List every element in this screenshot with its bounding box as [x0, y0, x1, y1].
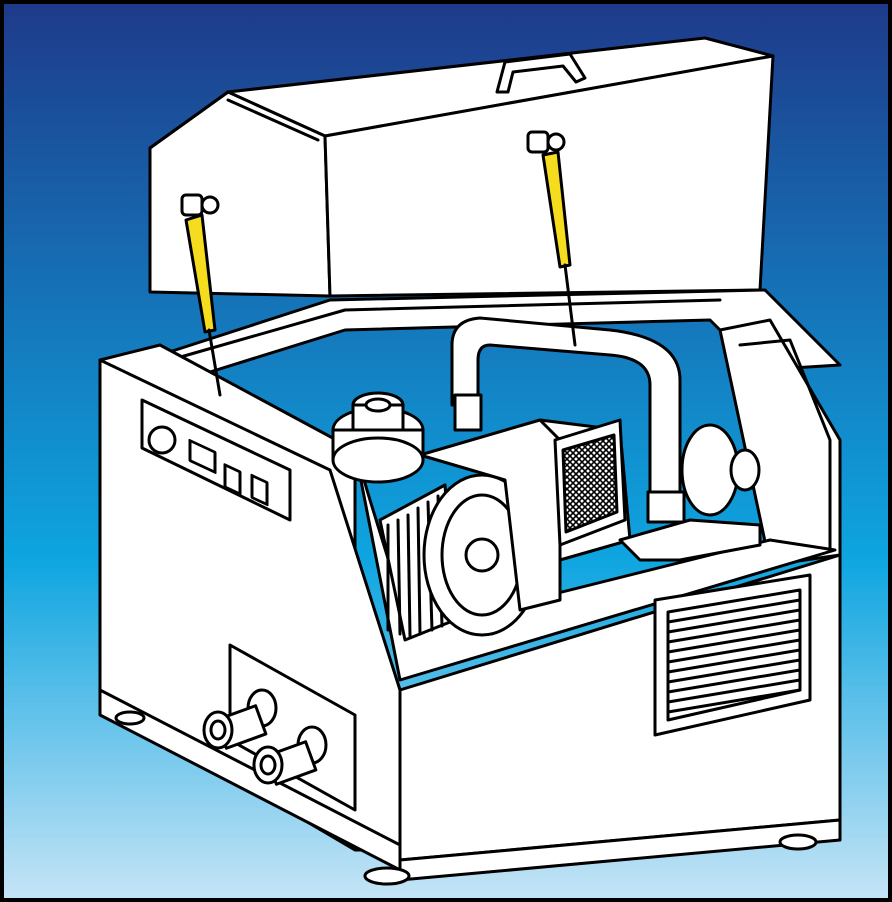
gas-spring-left	[180, 193, 222, 397]
switch-1	[223, 463, 242, 496]
inlet-port	[331, 391, 425, 484]
coupling	[618, 423, 762, 562]
hose-connector-1	[202, 688, 278, 750]
control-panel	[140, 398, 292, 522]
gas-spring-right	[526, 130, 577, 347]
feet	[114, 524, 818, 886]
lid-handle	[495, 52, 587, 94]
switch-2	[250, 473, 269, 507]
display	[188, 438, 217, 474]
power-knob	[147, 425, 177, 455]
exhaust-pipe	[450, 316, 686, 524]
vent-grille	[653, 573, 812, 737]
connector-plate	[202, 643, 357, 812]
filter-mesh	[553, 418, 627, 547]
hose-connector-2	[252, 725, 328, 786]
